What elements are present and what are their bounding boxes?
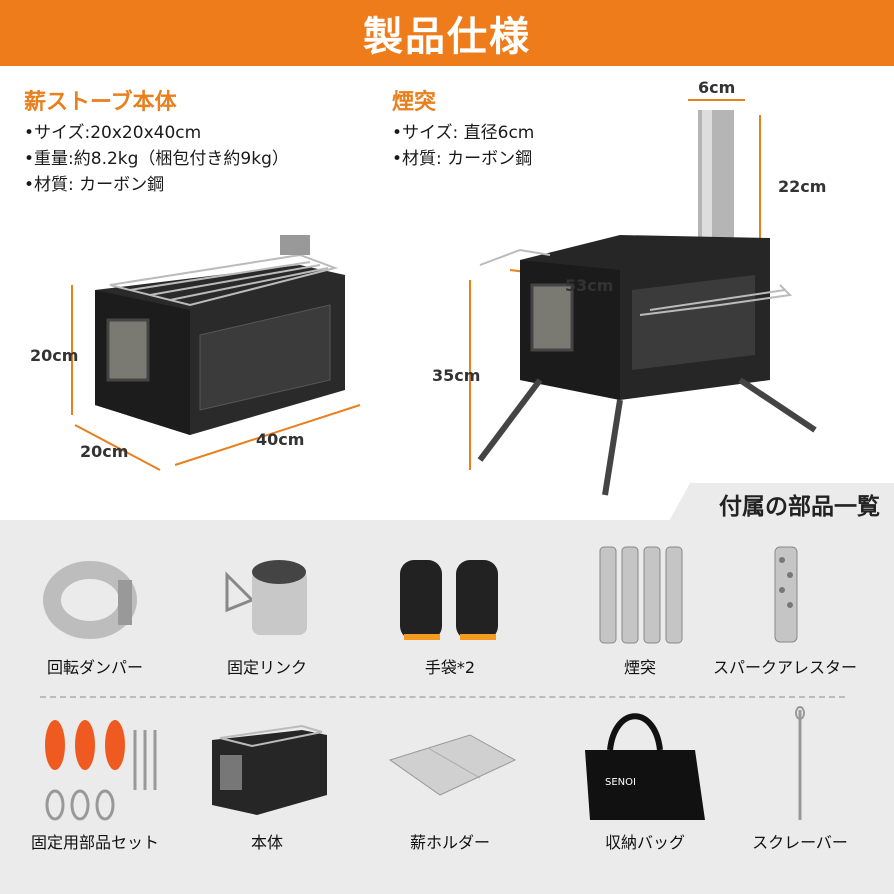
item-label: 煙突 xyxy=(623,658,656,677)
stove-body-image xyxy=(71,235,361,471)
dim-pipe-height: 22cm xyxy=(778,177,827,196)
chimney-specs: 煙突 •サイズ: 直径6cm •材質: カーボン鋼 xyxy=(392,84,534,172)
header-banner: 製品仕様 xyxy=(0,0,894,66)
spec-line: •重量:約8.2kg（梱包付き約9kg） xyxy=(24,149,289,169)
dashed-divider xyxy=(40,696,845,698)
item-label: 固定用部品セット xyxy=(30,833,159,852)
item-label: 薪ホルダー xyxy=(409,833,490,852)
wood-holder-icon xyxy=(388,734,517,796)
accessories-panel xyxy=(0,520,894,894)
stove-body-icon xyxy=(212,724,327,815)
stove-with-chimney-image xyxy=(469,99,817,496)
bag-logo: SENOI xyxy=(605,777,636,788)
spec-line: •サイズ:20x20x40cm xyxy=(24,123,202,143)
damper-icon xyxy=(43,561,137,639)
spark-arrester-icon xyxy=(774,546,798,643)
stove-heading: 薪ストーブ本体 xyxy=(24,90,177,115)
stove-specs: 薪ストーブ本体 •サイズ:20x20x40cm •重量:約8.2kg（梱包付き約… xyxy=(24,84,289,198)
item-wood-holder: 薪ホルダー xyxy=(365,720,535,853)
item-spark-arrester: スパークアレスター xyxy=(700,545,870,678)
accessories-title: 付属の部品一覧 xyxy=(719,494,880,520)
storage-bag-icon: SENOI xyxy=(585,713,705,820)
item-label: 収納バッグ xyxy=(604,833,685,852)
item-damper: 回転ダンパー xyxy=(10,550,180,678)
spec-line: •サイズ: 直径6cm xyxy=(392,123,535,143)
accessories-tab: 付属の部品一覧 xyxy=(668,483,894,523)
dim-width: 40cm xyxy=(256,430,305,449)
dim-diameter: 6cm xyxy=(698,78,736,97)
item-scraper: スクレーバー xyxy=(715,705,885,853)
item-fixing-set: 固定用部品セット xyxy=(10,710,180,853)
dim-shelf-width: 53cm xyxy=(565,276,614,295)
item-chimney-pipes: 煙突 xyxy=(555,545,725,678)
dim-depth: 20cm xyxy=(80,442,129,461)
item-body: 本体 xyxy=(182,720,352,853)
item-label: 手袋*2 xyxy=(424,658,476,677)
fixing-set-icon xyxy=(45,720,157,821)
item-label: スクレーバー xyxy=(752,833,848,852)
fixing-link-icon xyxy=(225,560,307,635)
item-storage-bag: SENOI 収納バッグ xyxy=(560,705,730,853)
item-label: スパークアレスター xyxy=(712,658,857,677)
dim-height: 20cm xyxy=(30,346,79,365)
scraper-icon xyxy=(795,706,805,820)
spec-line: •材質: カーボン鋼 xyxy=(392,149,533,169)
item-label: 固定リンク xyxy=(226,658,307,677)
item-label: 回転ダンパー xyxy=(46,658,143,677)
item-fixing-link: 固定リンク xyxy=(182,550,352,678)
spec-line: •材質: カーボン鋼 xyxy=(24,175,165,195)
item-label: 本体 xyxy=(250,833,283,852)
page-title: 製品仕様 xyxy=(363,14,531,60)
item-gloves: 手袋*2 xyxy=(365,550,535,678)
dim-total-height: 35cm xyxy=(432,366,481,385)
gloves-icon xyxy=(400,560,498,640)
chimney-pipes-icon xyxy=(599,546,683,644)
chimney-heading: 煙突 xyxy=(392,90,437,115)
